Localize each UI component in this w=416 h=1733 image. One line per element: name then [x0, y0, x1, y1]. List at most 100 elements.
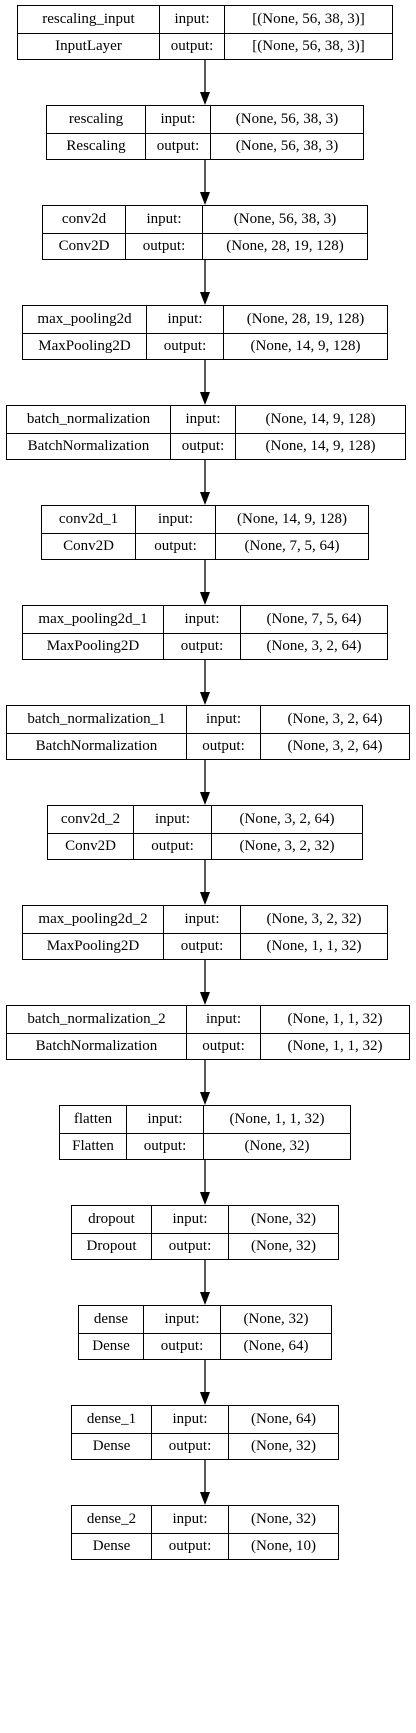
flow-arrow [200, 860, 210, 905]
output-label: output: [133, 833, 211, 859]
layer-row-input: max_pooling2d_1 input:(None, 7, 5, 64) [23, 606, 387, 633]
output-shape: (None, 32) [203, 1133, 350, 1159]
output-label: output: [151, 1433, 228, 1459]
layer-row-input: dense input:(None, 32) [79, 1306, 331, 1333]
input-shape: (None, 28, 19, 128) [223, 306, 387, 333]
layer-type: BatchNormalization [35, 737, 158, 754]
flow-arrow [200, 260, 210, 305]
flow-arrow [200, 560, 210, 605]
output-shape: (None, 7, 5, 64) [215, 533, 368, 559]
layer-name: max_pooling2d_1 [38, 610, 148, 627]
input-label: input: [126, 1106, 203, 1133]
layer-name: max_pooling2d_2 [38, 910, 148, 927]
layer-node-dropout: dropout input:(None, 32) Dropout output:(No… [71, 1205, 339, 1260]
input-shape: (None, 7, 5, 64) [240, 606, 387, 633]
output-shape: (None, 1, 1, 32) [260, 1033, 409, 1059]
input-shape: (None, 56, 38, 3) [202, 206, 367, 233]
output-label: output: [151, 1533, 228, 1559]
input-shape: (None, 56, 38, 3) [210, 106, 363, 133]
input-label: input: [170, 406, 235, 433]
layer-type: InputLayer [55, 37, 122, 54]
input-label: input: [163, 906, 240, 933]
output-label: output: [146, 333, 223, 359]
input-label: input: [186, 1006, 260, 1033]
output-label: output: [143, 1333, 220, 1359]
layer-name: dense [93, 1310, 129, 1327]
input-shape: (None, 32) [228, 1206, 338, 1233]
output-shape: (None, 32) [228, 1433, 338, 1459]
layer-name: conv2d [61, 210, 107, 227]
output-label: output: [186, 733, 260, 759]
output-shape: (None, 10) [228, 1533, 338, 1559]
layer-type: Dropout [86, 1237, 137, 1254]
output-shape: (None, 1, 1, 32) [240, 933, 387, 959]
layer-name: dense_2 [86, 1510, 137, 1527]
flow-arrow [200, 460, 210, 505]
flow-arrow [200, 160, 210, 205]
layer-type: Dense [92, 1537, 131, 1554]
layer-type: Flatten [72, 1137, 114, 1154]
flow-arrow [200, 1360, 210, 1405]
output-label: output: [125, 233, 202, 259]
output-label: output: [151, 1233, 228, 1259]
input-label: input: [151, 1406, 228, 1433]
output-shape: (None, 14, 9, 128) [235, 433, 405, 459]
flow-arrow [200, 660, 210, 705]
layer-type: Conv2D [65, 837, 116, 854]
layer-type: Dense [92, 1437, 131, 1454]
layer-row-output: MaxPooling2D output:(None, 14, 9, 128) [23, 332, 387, 359]
input-shape: (None, 3, 2, 64) [211, 806, 362, 833]
flow-arrow [200, 1260, 210, 1305]
layer-type: Dense [92, 1337, 130, 1354]
layer-row-output: Dense output:(None, 32) [72, 1432, 338, 1459]
output-shape: (None, 56, 38, 3) [210, 133, 363, 159]
input-label: input: [151, 1506, 228, 1533]
input-label: input: [145, 106, 210, 133]
layer-row-input: dropout input:(None, 32) [72, 1206, 338, 1233]
output-shape: (None, 3, 2, 64) [240, 633, 387, 659]
input-shape: (None, 32) [220, 1306, 331, 1333]
layer-name: conv2d_2 [60, 810, 121, 827]
output-label: output: [186, 1033, 260, 1059]
input-label: input: [151, 1206, 228, 1233]
output-shape: (None, 32) [228, 1233, 338, 1259]
flow-arrow [200, 960, 210, 1005]
layer-row-output: Dropout output:(None, 32) [72, 1232, 338, 1259]
layer-row-output: Dense output:(None, 10) [72, 1532, 338, 1559]
output-shape: (None, 3, 2, 64) [260, 733, 409, 759]
input-shape: (None, 14, 9, 128) [215, 506, 368, 533]
layer-type: MaxPooling2D [46, 637, 140, 654]
output-label: output: [126, 1133, 203, 1159]
flow-arrow [200, 60, 210, 105]
flow-arrow [200, 1060, 210, 1105]
flow-arrow [200, 1160, 210, 1205]
layer-name: batch_normalization [26, 410, 151, 427]
input-label: input: [143, 1306, 220, 1333]
layer-name: rescaling [68, 110, 124, 127]
layer-name: dropout [88, 1210, 135, 1227]
layer-type: MaxPooling2D [46, 937, 140, 954]
layer-type: MaxPooling2D [38, 337, 131, 354]
output-label: output: [159, 33, 224, 59]
input-shape: [(None, 56, 38, 3)] [224, 6, 392, 33]
layer-row-output: Flatten output:(None, 32) [60, 1132, 350, 1159]
output-shape: (None, 14, 9, 128) [223, 333, 387, 359]
input-label: input: [163, 606, 240, 633]
